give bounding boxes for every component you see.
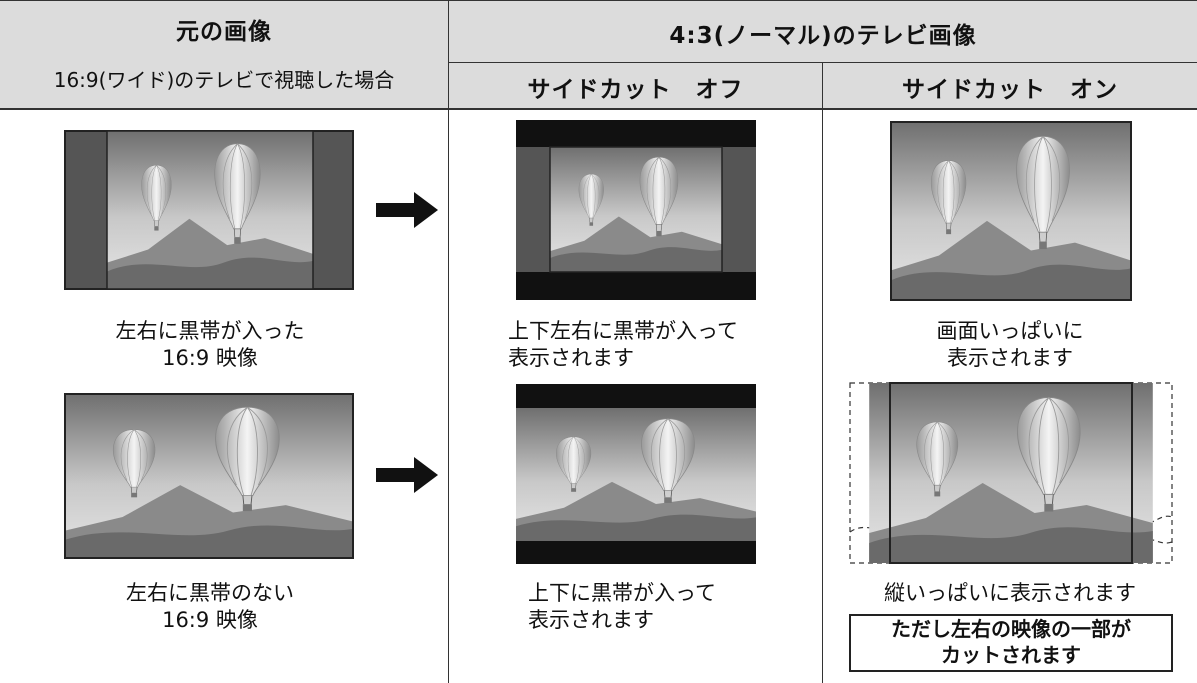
off-caption-4: 表示されます	[528, 608, 654, 632]
grid-line-header-bottom	[0, 108, 1197, 110]
on-caption-1: 画面いっぱいに	[936, 319, 1084, 343]
side-cut-warning-note: ただし左右の映像の一部が カットされます	[849, 614, 1173, 672]
side-cut-off-title: サイドカット オフ	[527, 77, 744, 103]
tv-title: 4:3(ノーマル)のテレビ画像	[669, 23, 977, 49]
grid-line-top	[0, 0, 1197, 1]
original-image-no-bars	[64, 393, 354, 559]
side-cut-off-image-2	[516, 384, 756, 564]
grid-line-left-divider	[448, 0, 449, 683]
side-cut-on-title: サイドカット オン	[902, 77, 1118, 103]
off-caption-2: 表示されます	[508, 346, 634, 370]
note-line-2: カットされます	[941, 643, 1081, 667]
original-caption-1: 左右に黒帯が入った	[115, 319, 305, 343]
note-line-1: ただし左右の映像の一部が	[891, 617, 1131, 641]
side-cut-off-image-1	[516, 120, 756, 300]
original-title: 元の画像	[176, 19, 272, 45]
original-subtitle: 16:9(ワイド)のテレビで視聴した場合	[53, 68, 395, 92]
off-caption-1: 上下左右に黒帯が入って	[508, 319, 738, 343]
side-cut-on-image-2	[849, 382, 1173, 564]
right-arrow-icon	[376, 457, 438, 493]
original-caption-3: 左右に黒帯のない	[126, 581, 294, 605]
on-caption-2: 表示されます	[947, 346, 1073, 370]
original-caption-4: 16:9 映像	[162, 608, 258, 632]
off-caption-3: 上下に黒帯が入って	[528, 581, 716, 605]
original-caption-2: 16:9 映像	[162, 346, 258, 370]
grid-line-mid-header	[449, 62, 1197, 63]
side-cut-on-image-1	[890, 121, 1132, 301]
original-image-with-side-bars	[64, 130, 354, 290]
right-arrow-icon	[376, 192, 438, 228]
on-caption-3: 縦いっぱいに表示されます	[884, 581, 1136, 605]
header-background	[0, 0, 1197, 109]
grid-line-right-divider	[822, 62, 823, 683]
